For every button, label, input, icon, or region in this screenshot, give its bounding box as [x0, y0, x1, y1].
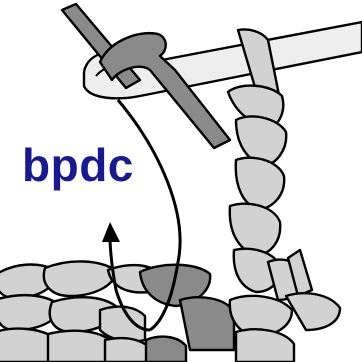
stitch-row-right — [230, 293, 340, 362]
back-post — [140, 265, 234, 362]
stitch-row — [0, 261, 160, 362]
stitch-caption: bpdc — [22, 142, 134, 188]
